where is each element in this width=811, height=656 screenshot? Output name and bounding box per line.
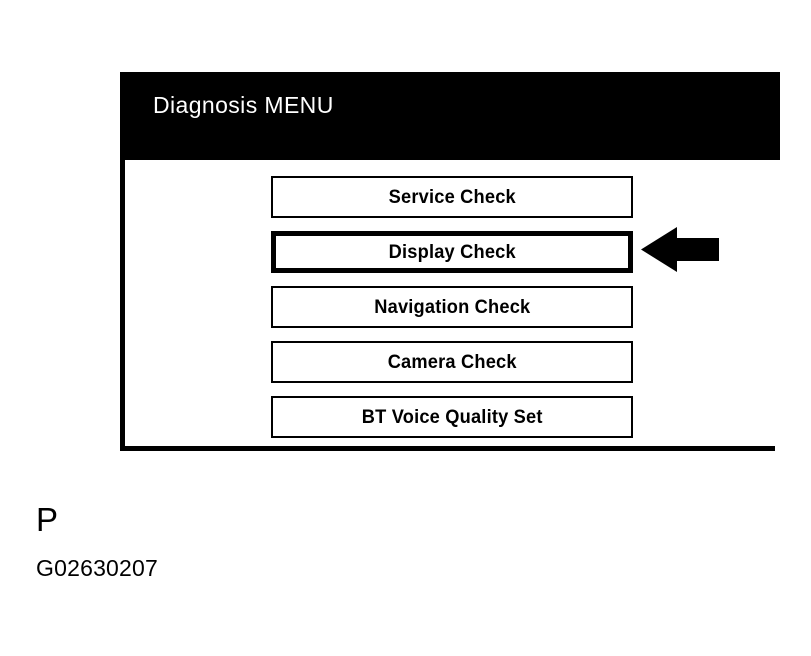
diagnosis-menu-screen: Diagnosis MENU Service Check Display Che… xyxy=(120,72,780,451)
menu-item-display-check[interactable]: Display Check xyxy=(271,231,633,273)
arrow-left-icon xyxy=(641,226,719,273)
caption-marker: P xyxy=(36,501,59,538)
menu-item-navigation-check[interactable]: Navigation Check xyxy=(271,286,633,328)
menu-item-label: Camera Check xyxy=(387,351,517,373)
page-title: Diagnosis MENU xyxy=(153,92,334,118)
menu-item-label: Navigation Check xyxy=(373,296,531,318)
diagnosis-menu-list: Service Check Display Check Navigation C… xyxy=(271,176,633,451)
screen-title-bar: Diagnosis MENU xyxy=(125,72,780,160)
menu-body: Service Check Display Check Navigation C… xyxy=(125,160,775,446)
menu-item-bt-voice-quality-set[interactable]: BT Voice Quality Set xyxy=(271,396,633,438)
menu-item-service-check[interactable]: Service Check xyxy=(271,176,633,218)
menu-item-label: Display Check xyxy=(388,241,516,263)
menu-item-label: Service Check xyxy=(388,186,516,208)
figure-id-label: G02630207 xyxy=(36,555,159,581)
menu-item-camera-check[interactable]: Camera Check xyxy=(271,341,633,383)
menu-item-label: BT Voice Quality Set xyxy=(361,406,543,428)
